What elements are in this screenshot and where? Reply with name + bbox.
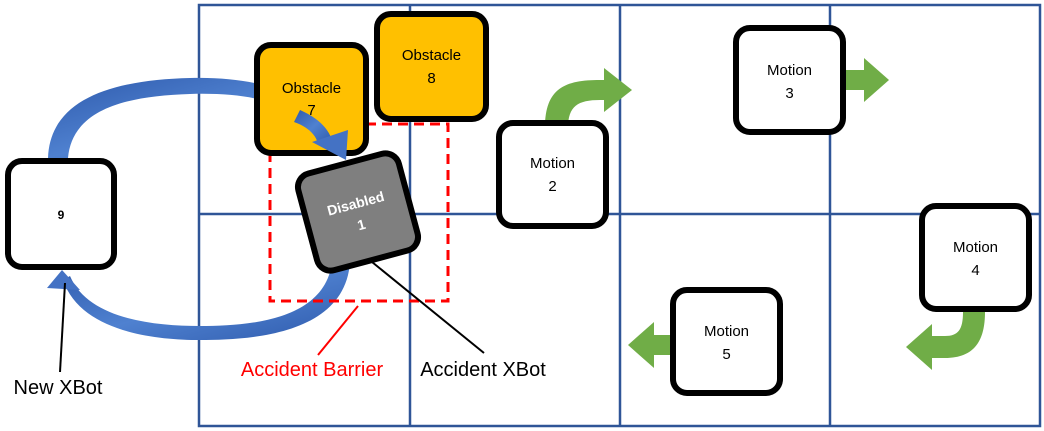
- swap-arrow-tip-head-icon: [312, 130, 348, 160]
- new-xbot-callout-line: [59, 282, 66, 373]
- swap-arrow-lower-head-icon: [47, 270, 80, 290]
- xbot-spare-9: 9: [5, 158, 117, 270]
- xbot-obstacle-7-number: 7: [307, 102, 315, 119]
- xbot-motion-4-name: Motion: [953, 239, 998, 256]
- accident-xbot-label: Accident XBot: [420, 359, 546, 381]
- xbot-disabled-1: Disabled 1: [294, 150, 422, 274]
- xbot-obstacle-8-number: 8: [427, 70, 435, 87]
- xbot-motion-5: Motion 5: [670, 287, 783, 396]
- xbot-obstacle-8-name: Obstacle: [402, 47, 461, 64]
- new-xbot-label: New XBot: [14, 377, 103, 399]
- xbot-spare-9-number: 9: [58, 208, 65, 222]
- xbot-disabled-1-number: 1: [356, 216, 368, 234]
- xbot-obstacle-7-name: Obstacle: [282, 80, 341, 97]
- xbot-motion-3-name: Motion: [767, 62, 812, 79]
- accident-xbot-callout-line: [371, 261, 485, 354]
- xbot-motion-2-number: 2: [548, 178, 556, 195]
- xbot-obstacle-7: Obstacle 7: [254, 42, 369, 156]
- xbot-motion-4: Motion 4: [919, 203, 1032, 312]
- xbot-motion-3-number: 3: [785, 85, 793, 102]
- accident-barrier-callout-line: [317, 305, 359, 356]
- motion-arrow-4-icon: [906, 312, 985, 370]
- swap-arrow-lower-icon: [63, 262, 350, 340]
- xbot-motion-4-number: 4: [971, 262, 979, 279]
- motion-arrow-5-icon: [628, 322, 672, 368]
- xbot-motion-3: Motion 3: [733, 25, 846, 135]
- xbot-motion-5-number: 5: [722, 346, 730, 363]
- accident-barrier-label: Accident Barrier: [241, 359, 384, 381]
- xbot-motion-2: Motion 2: [496, 120, 609, 229]
- motion-arrow-2-icon: [545, 68, 632, 128]
- xbot-obstacle-8: Obstacle 8: [374, 11, 489, 122]
- motion-arrow-3-icon: [841, 58, 889, 102]
- xbot-motion-5-name: Motion: [704, 323, 749, 340]
- swap-arrow-tip-icon: [294, 110, 332, 144]
- xbot-motion-2-name: Motion: [530, 155, 575, 172]
